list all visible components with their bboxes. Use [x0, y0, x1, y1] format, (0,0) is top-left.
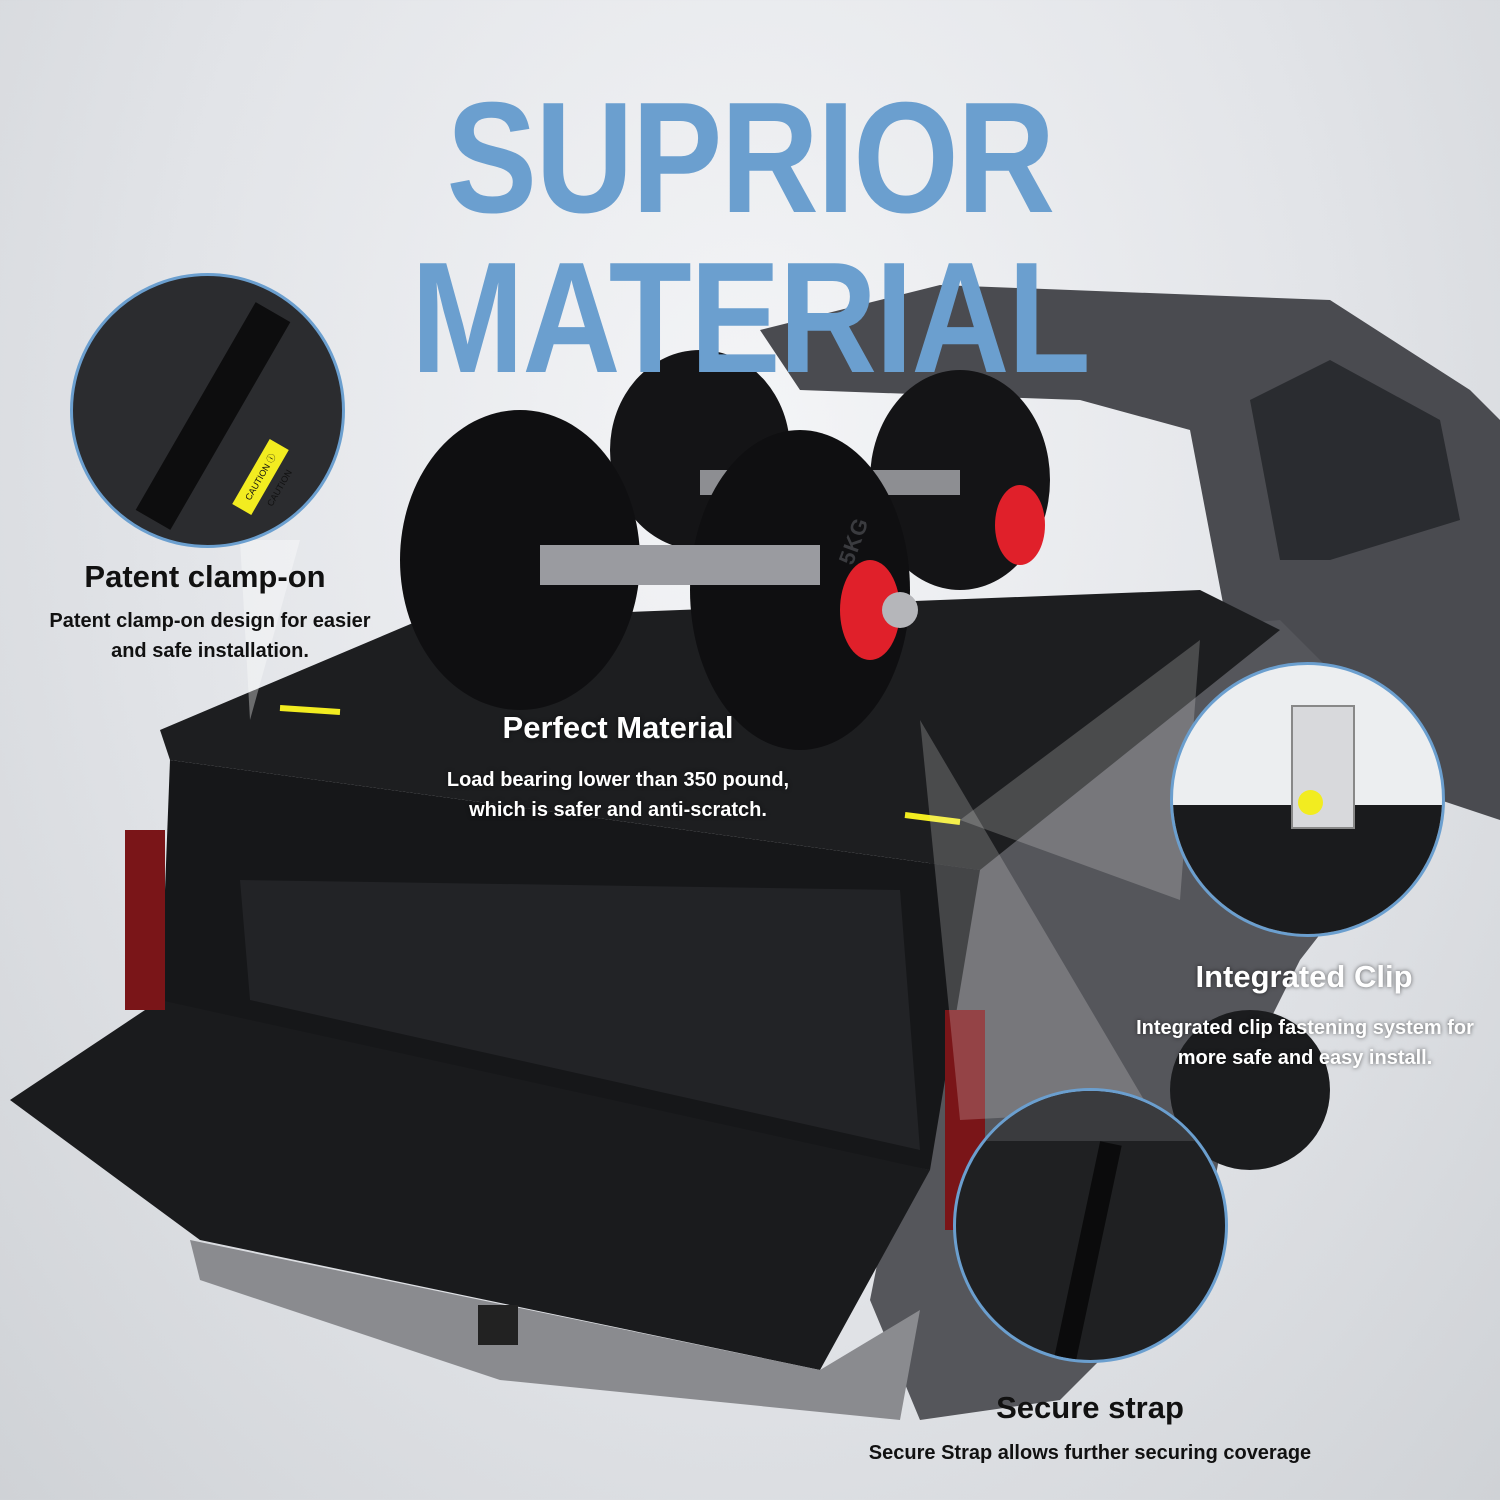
- bed-liner: [240, 880, 920, 1150]
- description-line: and safe installation.: [111, 640, 309, 662]
- tail-light: [125, 830, 165, 1010]
- zoom-lens-clamp: CAUTION ⓘ CAUTION: [70, 273, 345, 548]
- description-line: Load bearing lower than 350 pound,: [446, 769, 790, 791]
- headline: SUPRIOR MATERIAL: [410, 70, 1091, 406]
- bumper: [190, 1240, 920, 1420]
- tow-hitch: [478, 1305, 518, 1345]
- caution-label: CAUTION ⓘ CAUTION: [232, 439, 294, 515]
- description-line: Integrated clip fastening system for: [1136, 1017, 1474, 1039]
- feature-title: Patent clamp-on: [84, 559, 326, 594]
- zoom-lens-clip: [1170, 662, 1445, 937]
- dumbbell-front: [400, 410, 918, 750]
- description-line: which is safer and anti-scratch.: [469, 799, 767, 821]
- feature-description: Secure Strap allows further securing cov…: [790, 1438, 1390, 1468]
- description-line: Patent clamp-on design for easier: [49, 610, 371, 632]
- tailgate: [10, 1000, 930, 1370]
- cab-window: [1250, 360, 1460, 560]
- feature-description: Integrated clip fastening system for mor…: [1100, 1013, 1500, 1073]
- feature-title: Perfect Material: [502, 710, 734, 745]
- feature-description: Patent clamp-on design for easier and sa…: [5, 606, 415, 666]
- description-line: Secure Strap allows further securing cov…: [868, 1442, 1312, 1464]
- description-line: more safe and easy install.: [1177, 1047, 1433, 1069]
- feature-title: Secure strap: [996, 1390, 1184, 1425]
- feature-title: Integrated Clip: [1195, 959, 1413, 994]
- zoom-lens-strap: [953, 1088, 1228, 1363]
- feature-description: Load bearing lower than 350 pound, which…: [398, 765, 838, 825]
